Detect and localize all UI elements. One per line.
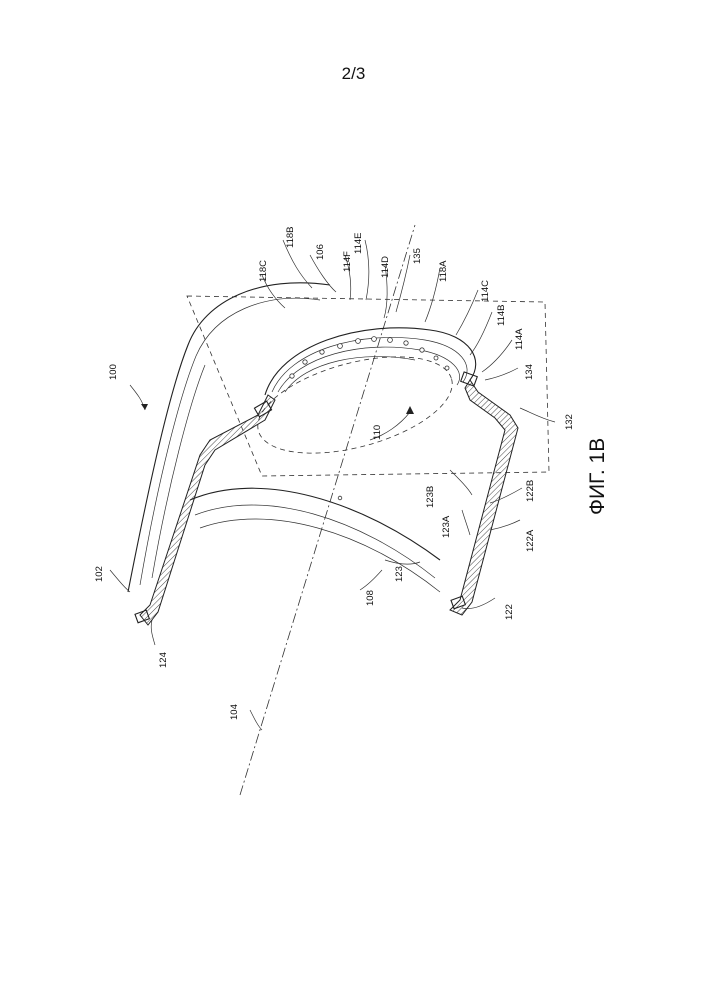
upper-section xyxy=(140,395,275,625)
label-114D: 114D xyxy=(380,256,391,278)
label-114C: 114C xyxy=(480,280,491,302)
label-122: 122 xyxy=(504,604,515,620)
label-114B: 114B xyxy=(496,305,507,326)
label-122A: 122A xyxy=(525,529,536,552)
figure-caption: ФИГ. 1B xyxy=(586,438,609,515)
label-100: 100 xyxy=(108,364,119,380)
axis-line xyxy=(240,225,415,795)
label-118B: 118B xyxy=(285,227,296,248)
label-104: 104 xyxy=(229,704,240,720)
section-plane xyxy=(187,296,549,476)
label-114A: 114A xyxy=(514,328,525,350)
label-123: 123 xyxy=(394,566,405,582)
inner-ellipse xyxy=(248,339,463,472)
label-110: 110 xyxy=(372,425,383,440)
front-ring xyxy=(265,328,476,395)
label-102: 102 xyxy=(94,566,105,582)
label-114F: 114F xyxy=(342,251,353,272)
leader-lines xyxy=(110,240,555,730)
label-108: 108 xyxy=(365,590,376,606)
label-118A: 118A xyxy=(438,260,449,282)
label-123B: 123B xyxy=(425,486,436,508)
label-124: 124 xyxy=(158,652,169,668)
label-134: 134 xyxy=(524,364,535,380)
label-122B: 122B xyxy=(525,480,536,502)
label-123A: 123A xyxy=(441,515,452,538)
label-135: 135 xyxy=(412,248,423,264)
label-118C: 118C xyxy=(258,260,269,282)
label-114E: 114E xyxy=(353,233,364,254)
lower-section xyxy=(450,380,518,615)
label-132: 132 xyxy=(564,414,575,430)
label-106: 106 xyxy=(315,244,326,260)
inner-ring-lower xyxy=(190,488,440,560)
